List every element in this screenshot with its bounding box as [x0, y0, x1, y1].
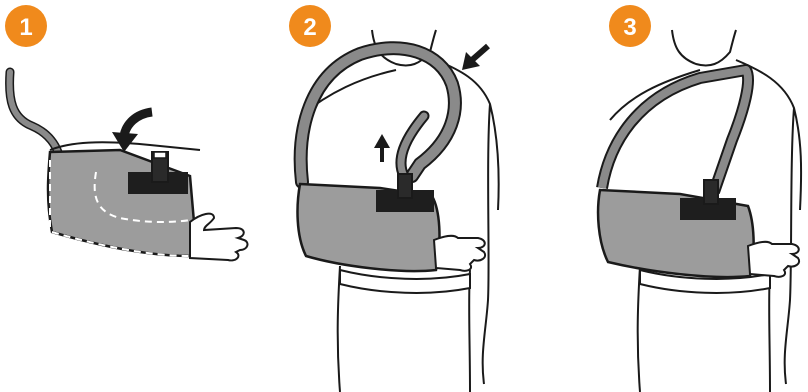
step-2-panel: 2	[289, 5, 499, 392]
direction-arrow-1	[124, 112, 152, 136]
direction-arrow-down	[472, 46, 488, 60]
hand	[190, 214, 247, 261]
strap-buckle	[398, 174, 412, 198]
step-number-3: 3	[623, 14, 636, 41]
step-badge-2: 2	[289, 5, 331, 47]
step-1-panel: 1	[5, 5, 247, 260]
sling-pouch	[48, 150, 194, 256]
step-number-2: 2	[303, 14, 316, 41]
hand	[434, 236, 485, 271]
shoulder-strap-routing	[301, 48, 455, 182]
strap-buckle	[704, 180, 718, 204]
step-badge-3: 3	[609, 5, 651, 47]
step-badge-1: 1	[5, 5, 47, 47]
step-number-1: 1	[19, 14, 32, 41]
step-3-panel: 3	[598, 5, 801, 392]
